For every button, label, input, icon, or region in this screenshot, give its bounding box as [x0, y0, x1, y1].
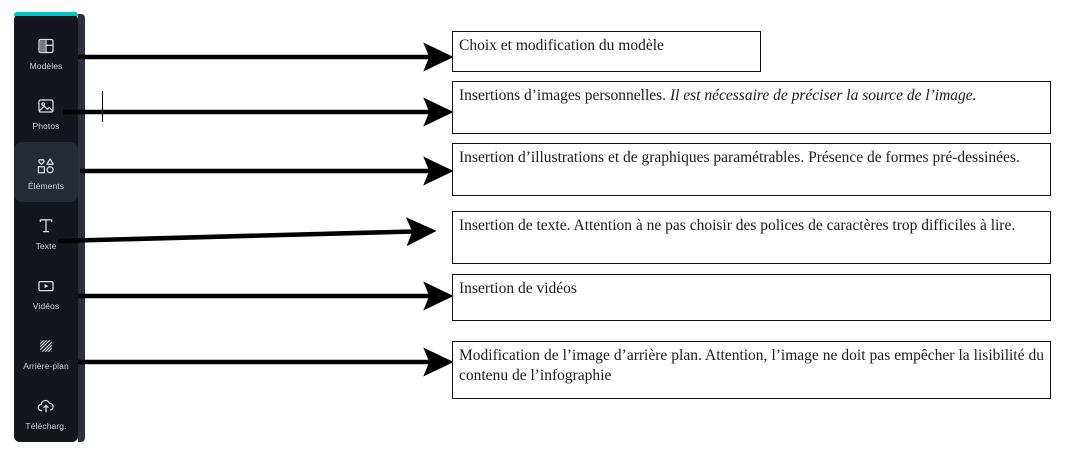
note-text: Insertion d’illustrations et de graphiqu… — [459, 149, 1020, 166]
cloud-upload-icon — [35, 393, 57, 419]
sidebar-item-label: Arrière-plan — [23, 361, 69, 372]
hatched-square-icon — [36, 333, 56, 359]
video-play-icon — [36, 273, 56, 299]
text-caret — [102, 91, 103, 122]
note-text: Insertion de texte. Attention à ne pas c… — [459, 217, 1016, 234]
sidebar-item-photos[interactable]: Photos — [14, 82, 78, 142]
sidebar-item-label: Texte — [35, 241, 57, 252]
text-t-icon — [36, 213, 56, 239]
sidebar-right-edge — [78, 14, 85, 442]
sidebar-accent-bar — [14, 12, 78, 16]
note-text-emphasis: Il est nécessaire de préciser la source … — [669, 87, 977, 104]
note-arriere-plan: Modification de l’image d’arrière plan. … — [452, 341, 1051, 399]
sidebar-item-arriere-plan[interactable]: Arrière-plan — [14, 322, 78, 382]
sidebar-item-elements[interactable]: Éléments — [14, 142, 78, 202]
note-text: Insertion de vidéos — [459, 280, 577, 297]
sidebar-item-telecharg[interactable]: Télécharg. — [14, 382, 78, 442]
sidebar-item-label: Modèles — [29, 61, 63, 72]
sidebar-item-label: Vidéos — [32, 301, 60, 312]
image-photo-icon — [36, 93, 56, 119]
sidebar-item-modeles[interactable]: Modèles — [14, 22, 78, 82]
note-text: Choix et modification du modèle — [459, 37, 664, 54]
shapes-elements-icon — [35, 153, 57, 179]
sidebar-item-texte[interactable]: Texte — [14, 202, 78, 262]
sidebar-item-videos[interactable]: Vidéos — [14, 262, 78, 322]
note-modeles: Choix et modification du modèle — [452, 31, 761, 72]
sidebar-item-label: Éléments — [27, 181, 65, 192]
note-photos: Insertions d’images personnelles. Il est… — [452, 81, 1051, 134]
note-texte: Insertion de texte. Attention à ne pas c… — [452, 211, 1051, 264]
sidebar-item-label: Télécharg. — [25, 421, 67, 432]
arrow-to-texte — [57, 217, 437, 247]
note-videos: Insertion de vidéos — [452, 274, 1051, 321]
note-text: Insertions d’images personnelles. — [459, 87, 670, 104]
note-elements: Insertion d’illustrations et de graphiqu… — [452, 143, 1051, 196]
note-text: Modification de l’image d’arrière plan. … — [459, 347, 1044, 385]
sidebar-item-label: Photos — [32, 121, 60, 132]
layout-template-icon — [36, 33, 56, 59]
